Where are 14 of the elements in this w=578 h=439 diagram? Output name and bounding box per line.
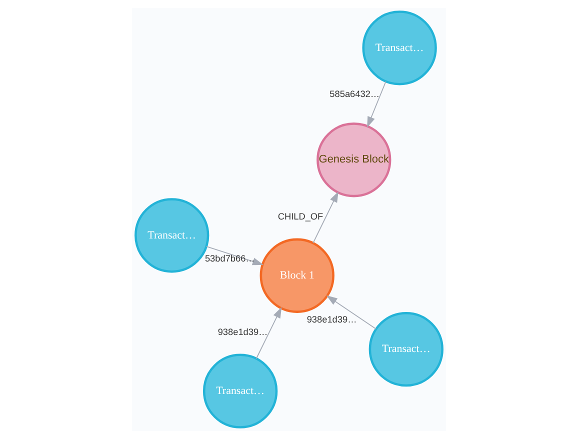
node-circle: Genesis Block (316, 122, 392, 198)
edge-label: CHILD_OF (278, 211, 324, 222)
arrow (312, 191, 338, 244)
node-circle: Transact… (362, 10, 437, 86)
arrow (206, 246, 264, 266)
edge-label: 938e1d39… (306, 314, 357, 324)
node-circle: Block 1 (260, 238, 334, 313)
edge-label: 585a6432… (330, 88, 380, 99)
arrow (326, 295, 377, 330)
edge-label: 938e1d39… (218, 326, 268, 337)
arrow (367, 81, 386, 128)
arrow (256, 307, 282, 360)
node-circle: Transact… (202, 354, 278, 428)
node-circle: Transact… (368, 312, 444, 387)
